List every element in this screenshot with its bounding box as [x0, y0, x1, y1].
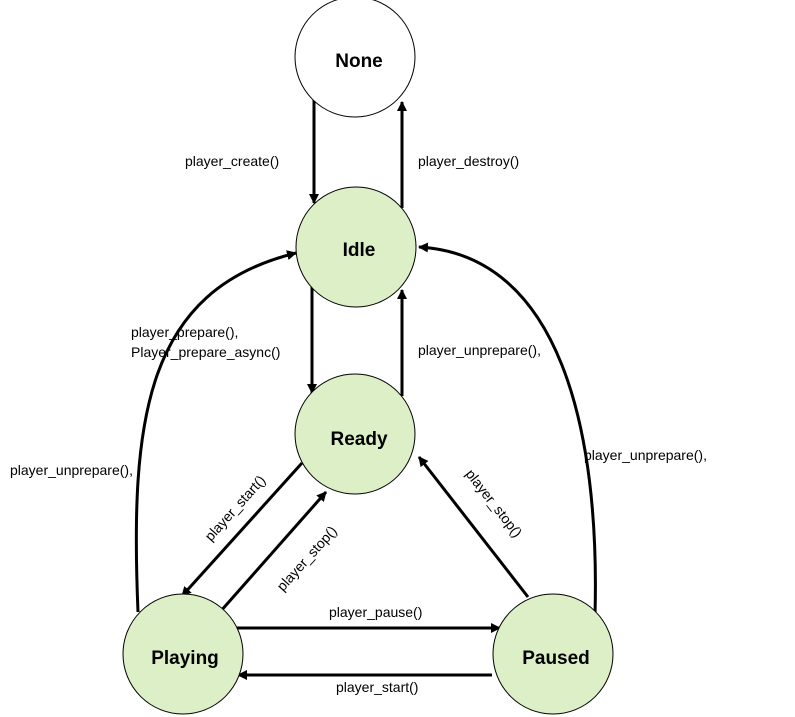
state-ready: Ready [294, 373, 416, 495]
label-paused-to-ready: player_stop() [463, 466, 526, 540]
edge-playing-to-ready [218, 491, 328, 613]
state-ready-circle [294, 373, 416, 495]
state-idle: Idle [295, 186, 417, 308]
edge-ready-to-playing [180, 461, 304, 598]
state-paused: Paused [492, 593, 614, 715]
label-paused-to-playing: player_start() [336, 679, 418, 695]
edge-paused-to-ready [417, 456, 530, 598]
label-idle-to-ready-line2: Player_prepare_async() [131, 344, 280, 360]
state-none: None [294, 0, 416, 118]
state-playing-label: Playing [151, 648, 219, 669]
label-idle-to-none: player_destroy() [418, 153, 519, 169]
label-playing-to-ready: player_stop() [273, 523, 340, 594]
label-paused-to-idle: player_unprepare(), [584, 447, 707, 463]
state-playing-circle [122, 593, 244, 715]
edge-paused-to-idle [418, 242, 597, 616]
label-ready-to-playing: player_start() [201, 472, 268, 544]
label-ready-to-idle: player_unprepare(), [418, 342, 541, 358]
state-none-circle [294, 0, 416, 118]
state-idle-label: Idle [343, 240, 376, 261]
edge-playing-to-idle [134, 250, 297, 613]
state-ready-label: Ready [330, 429, 387, 450]
state-playing: Playing [122, 593, 244, 715]
label-playing-to-paused: player_pause() [329, 604, 422, 620]
label-none-to-idle: player_create() [185, 153, 279, 169]
label-idle-to-ready-line1: player_prepare(), [131, 324, 238, 340]
label-playing-to-idle: player_unprepare(), [10, 462, 133, 478]
state-paused-label: Paused [522, 648, 590, 669]
state-paused-circle [492, 593, 614, 715]
state-none-label: None [335, 51, 383, 72]
state-idle-circle [295, 186, 417, 308]
